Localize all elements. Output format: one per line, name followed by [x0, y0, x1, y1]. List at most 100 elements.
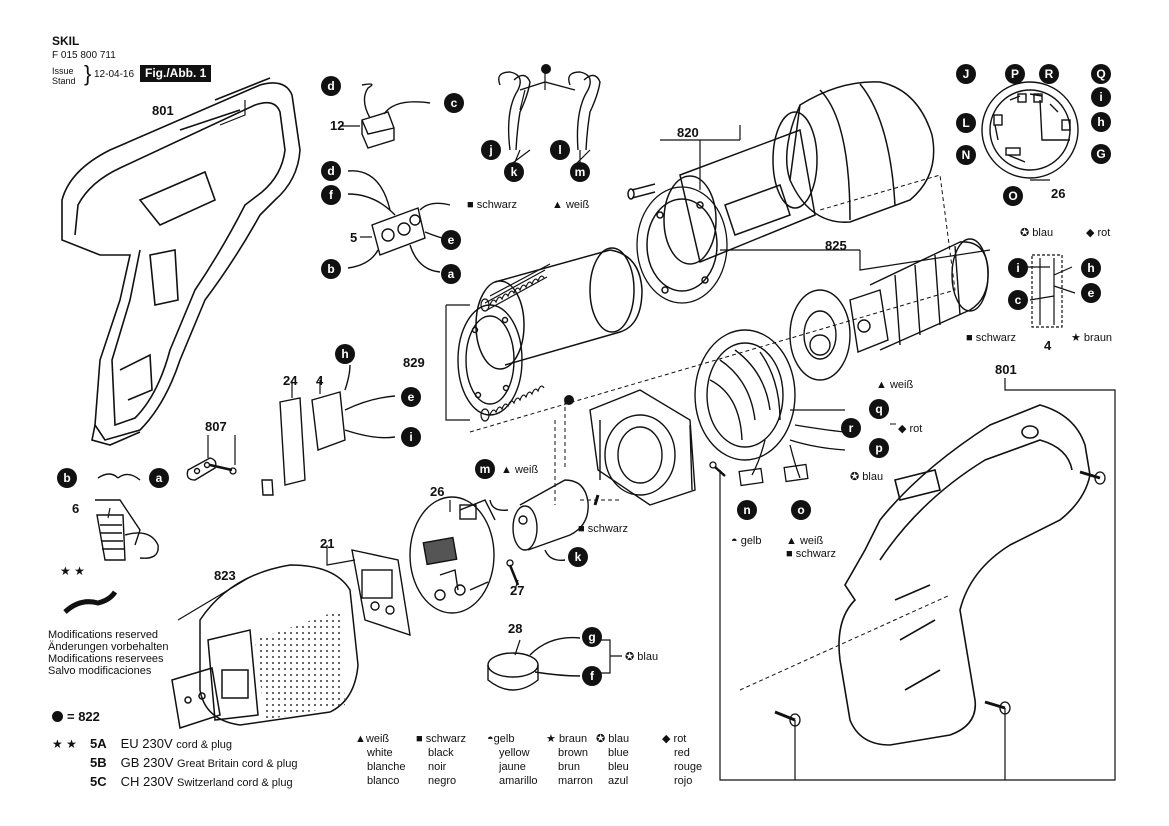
svg-text:J: J	[963, 67, 970, 81]
label-schwarz-3: ■ schwarz	[786, 548, 836, 560]
issue-label-en: Issue	[52, 66, 74, 76]
svg-text:O: O	[1008, 189, 1017, 203]
control-panel-21	[351, 549, 411, 637]
svg-text:q: q	[875, 402, 882, 416]
callout-l1: l	[550, 140, 570, 160]
screws	[209, 461, 1106, 727]
wire-color-labels: ■ schwarz ▲ weiß ✪ blau ◆ rot ■ schwarz …	[60, 199, 1112, 663]
callout-n: n	[737, 500, 757, 520]
callout-f1: f	[321, 185, 341, 205]
rear-cover-823	[171, 564, 359, 729]
fan-housing	[694, 289, 851, 461]
part-801a: 801	[152, 103, 174, 118]
variant-voltage: EU 230V	[120, 736, 173, 751]
svg-text:d: d	[327, 164, 334, 178]
variant-row: ★ ★5A EU 230V cord & plug	[52, 735, 297, 754]
variant-row: 5C CH 230V Switzerland cord & plug	[52, 773, 297, 792]
heating-element	[849, 238, 989, 353]
mod-de: Änderungen vorbehalten	[48, 641, 169, 653]
cord-variants: ★ ★5A EU 230V cord & plug 5B GB 230V Gre…	[52, 735, 297, 792]
power-cord-6	[63, 473, 159, 614]
variant-desc: cord & plug	[176, 739, 232, 751]
part-6: 6	[72, 501, 79, 516]
callout-i4: i	[401, 427, 421, 447]
svg-text:e: e	[1088, 286, 1095, 300]
part-21: 21	[320, 536, 334, 551]
label-weiss-3: ▲ weiß	[786, 535, 823, 547]
wire-pairs-top	[498, 71, 601, 151]
issue-label-de: Stand	[52, 76, 76, 86]
svg-text:G: G	[1096, 147, 1105, 161]
callout-e1: e	[441, 230, 461, 250]
part-4a: 4	[316, 373, 324, 388]
svg-text:l: l	[558, 143, 561, 157]
svg-text:f: f	[590, 669, 595, 683]
callout-k2: k	[568, 547, 588, 567]
label-blau-1: ✪ blau	[1020, 227, 1053, 239]
callout-N: N	[956, 145, 976, 165]
variant-row: 5B GB 230V Great Britain cord & plug	[52, 754, 297, 773]
brand-name: SKIL	[52, 34, 80, 48]
springs-829	[480, 263, 551, 422]
callout-O: O	[1003, 186, 1023, 206]
part-807: 807	[205, 419, 227, 434]
svg-text:f: f	[329, 188, 334, 202]
callout-h3: h	[1081, 258, 1101, 278]
part-801b: 801	[995, 362, 1017, 377]
figure-label: Fig./Abb. 1	[140, 65, 212, 82]
svg-text:m: m	[480, 462, 491, 476]
callout-q: q	[869, 399, 889, 419]
callout-b5: b	[57, 468, 77, 488]
label-weiss-1: ▲ weiß	[552, 199, 589, 211]
callout-d2: d	[321, 161, 341, 181]
svg-text:k: k	[575, 550, 582, 564]
cord-clamp-807	[186, 457, 217, 481]
callout-Q: Q	[1091, 64, 1111, 84]
callout-J: J	[956, 64, 976, 84]
svg-text:e: e	[448, 233, 455, 247]
variant-code: 5A	[90, 736, 107, 751]
callout-h4: h	[335, 344, 355, 364]
callout-e4: e	[401, 387, 421, 407]
mod-es: Salvo modificaciones	[48, 665, 152, 677]
part-820: 820	[677, 125, 699, 140]
svg-text:h: h	[1097, 115, 1104, 129]
motor-support	[589, 389, 696, 506]
part-823: 823	[214, 568, 236, 583]
svg-text:h: h	[1087, 261, 1094, 275]
part-24: 24	[283, 373, 298, 388]
callout-m1: m	[570, 162, 590, 182]
callout-g: g	[582, 627, 602, 647]
callout-G: G	[1091, 144, 1111, 164]
svg-text:P: P	[1011, 67, 1019, 81]
svg-text:h: h	[341, 347, 348, 361]
callout-p: p	[869, 438, 889, 458]
svg-text:k: k	[511, 165, 518, 179]
part-26b: 26	[1051, 186, 1065, 201]
label-schwarz-k: ■ schwarz	[578, 523, 628, 535]
svg-text:c: c	[451, 96, 458, 110]
svg-text:b: b	[63, 471, 70, 485]
label-braun-1: ★ braun	[1071, 332, 1112, 344]
control-board-26	[409, 496, 496, 614]
svg-text:r: r	[849, 421, 854, 435]
switch-assembly	[261, 364, 396, 496]
dashed-axis-lines	[469, 174, 956, 691]
wire-diagram-4	[1026, 254, 1076, 328]
svg-text:n: n	[743, 503, 750, 517]
ring-flange	[457, 304, 523, 416]
svg-text:d: d	[327, 79, 334, 93]
brace-symbol: }	[84, 61, 92, 86]
label-stars: ★ ★	[60, 564, 85, 578]
label-blau-28: ✪ blau	[625, 651, 658, 663]
part-4b: 4	[1044, 338, 1052, 353]
svg-text:R: R	[1045, 67, 1054, 81]
callout-a5: a	[149, 468, 169, 488]
svg-text:L: L	[962, 116, 969, 130]
variant-desc: Switzerland cord & plug	[177, 777, 293, 789]
fan-motor	[489, 479, 600, 561]
